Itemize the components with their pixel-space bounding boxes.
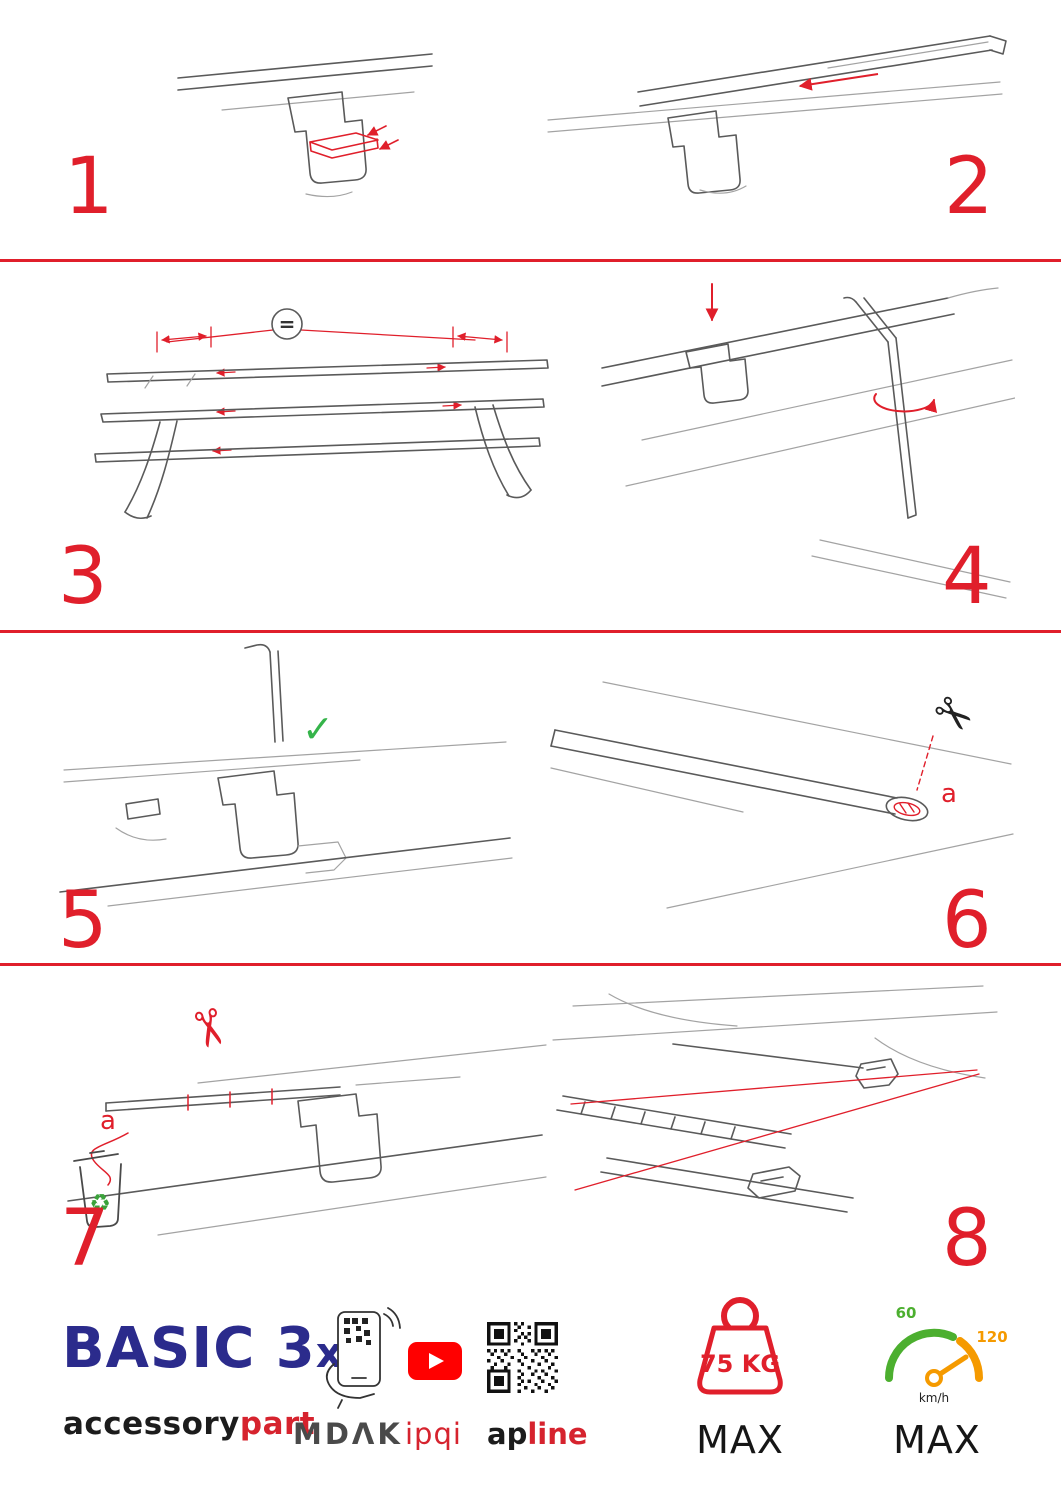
section-divider: [0, 963, 1061, 966]
step-1-number: 1: [64, 142, 114, 232]
step-3-illustration: =: [94, 308, 549, 520]
cut-and-discard-marks: [90, 1088, 273, 1186]
product-name: BASIC 3: [62, 1316, 316, 1381]
youtube-icon: [408, 1342, 462, 1380]
step-7-illustration: ♻ ✂ a: [67, 1001, 547, 1236]
step-3-number: 3: [58, 532, 108, 622]
step-5-number: 5: [58, 876, 108, 966]
step-6-number: 6: [942, 876, 992, 966]
weight-value: 75 KG: [700, 1350, 780, 1378]
step-2-number: 2: [944, 142, 994, 232]
section-divider: [0, 630, 1061, 633]
brand-name-right: part: [239, 1406, 316, 1442]
speed-unit-label: km/h: [919, 1391, 949, 1405]
step-4-illustration: [601, 283, 1015, 599]
scissors-icon: ✂: [175, 1001, 242, 1056]
product-logo: BASIC 3x: [62, 1318, 344, 1380]
weight-max-label: MAX: [696, 1418, 784, 1462]
step-5-illustration: ✓: [59, 643, 513, 907]
equal-spacing-dimensions: [156, 326, 508, 455]
strap-guide-lines: [570, 1069, 980, 1191]
apline-right: line: [527, 1417, 588, 1451]
recycle-icon: ♻: [89, 1189, 111, 1217]
apline-logo: apline: [487, 1420, 588, 1449]
trash-bin-icon: [73, 1150, 122, 1229]
cut-mark-label: a: [100, 1106, 116, 1136]
apline-left: ap: [487, 1417, 528, 1451]
step-6-illustration: ✂ a: [550, 681, 1014, 909]
step-8-number: 8: [942, 1194, 992, 1284]
speed-low-label: 60: [896, 1304, 917, 1322]
mdak-logo: MDΛK: [293, 1417, 403, 1451]
brand-name-left: accessory: [63, 1406, 240, 1442]
check-icon: ✓: [302, 707, 334, 751]
weight-limit-icon: 75 KG: [697, 1297, 783, 1395]
step-4-number: 4: [942, 532, 992, 622]
speed-max-label: MAX: [893, 1418, 981, 1462]
speed-high-label: 120: [976, 1328, 1007, 1346]
step-8-illustration: [552, 985, 998, 1213]
cut-section-mark: [893, 735, 934, 817]
pad-insert-arrows: [309, 125, 399, 159]
qr-code: [487, 1322, 558, 1393]
phone-qr-icon: [325, 1307, 401, 1409]
scissors-icon: ✂: [921, 682, 985, 748]
cut-mark-label: a: [941, 779, 957, 809]
brand-logo: accessorypart: [63, 1406, 315, 1442]
ipqi-logo: ipqi: [405, 1417, 462, 1451]
speedometer-icon: 60 120 km/h: [884, 1304, 1008, 1405]
equals-badge: =: [279, 312, 296, 336]
section-divider: [0, 259, 1061, 262]
tighten-arrows: [705, 283, 937, 414]
slide-direction-arrow: [798, 73, 879, 91]
step-1-illustration: [177, 53, 433, 198]
step-2-illustration: [547, 35, 1007, 194]
step-7-number: 7: [60, 1194, 110, 1284]
